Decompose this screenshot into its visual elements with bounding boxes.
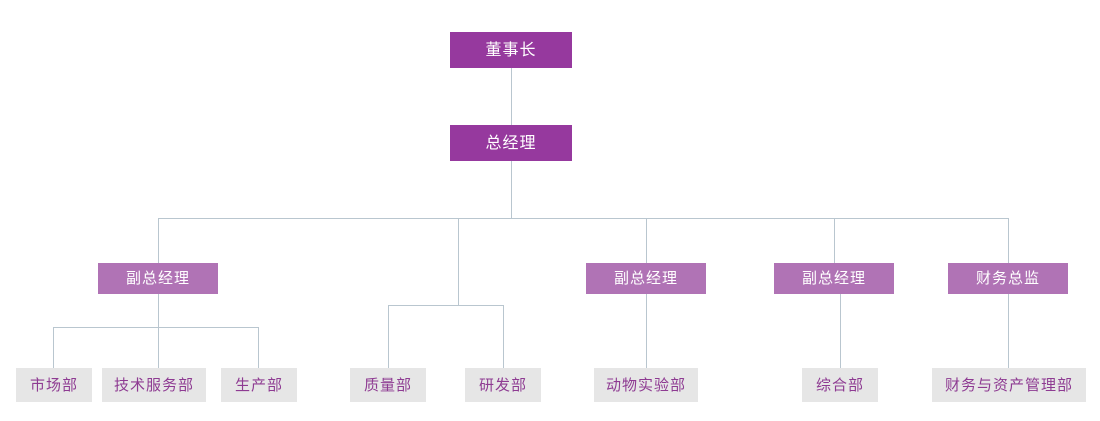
org-node-techserv[interactable]: 技术服务部	[102, 368, 206, 402]
org-node-gm[interactable]: 总经理	[450, 125, 572, 161]
org-node-vp2[interactable]: 副总经理	[586, 263, 706, 294]
org-node-label-marketing: 市场部	[29, 375, 78, 394]
connector-vp1-down-to-subbus	[158, 294, 159, 327]
connector-bus-to-vp1	[158, 218, 159, 263]
connector-vp2-to-animallab	[646, 294, 647, 368]
connector-vp1-sub-bus	[53, 327, 259, 328]
org-node-cfo[interactable]: 财务总监	[948, 263, 1068, 294]
connector-cfo-to-finance	[1008, 294, 1009, 368]
org-node-general[interactable]: 综合部	[802, 368, 878, 402]
org-node-label-animallab: 动物实验部	[605, 375, 686, 394]
connector-chairman-to-gm	[511, 68, 512, 125]
connector-bus-to-quality-branch	[458, 218, 459, 305]
org-node-vp3[interactable]: 副总经理	[774, 263, 894, 294]
connector-gm-trunk-down	[511, 161, 512, 218]
org-node-label-vp3: 副总经理	[801, 269, 866, 287]
org-node-label-cfo: 财务总监	[975, 269, 1040, 287]
connector-bus-to-vp2	[646, 218, 647, 263]
org-node-animallab[interactable]: 动物实验部	[594, 368, 698, 402]
org-node-production[interactable]: 生产部	[221, 368, 297, 402]
org-node-label-finance: 财务与资产管理部	[944, 375, 1073, 394]
org-node-vp1[interactable]: 副总经理	[98, 263, 218, 294]
connector-vp3-to-general	[840, 294, 841, 368]
connector-subbus-to-techserv	[158, 327, 159, 368]
org-node-marketing[interactable]: 市场部	[16, 368, 92, 402]
connector-subbus-to-production	[258, 327, 259, 368]
org-node-chairman[interactable]: 董事长	[450, 32, 572, 68]
org-node-label-vp1: 副总经理	[125, 269, 190, 287]
connector-subbus-to-marketing	[53, 327, 54, 368]
org-node-quality[interactable]: 质量部	[350, 368, 426, 402]
org-node-label-vp2: 副总经理	[613, 269, 678, 287]
connector-subbus-to-rnd	[503, 305, 504, 368]
org-node-rnd[interactable]: 研发部	[465, 368, 541, 402]
connector-vp-bus-horizontal	[158, 218, 1009, 219]
connector-bus-to-vp3	[834, 218, 835, 263]
org-node-label-general: 综合部	[815, 375, 864, 394]
org-node-label-gm: 总经理	[485, 133, 537, 152]
connector-subbus-to-quality	[388, 305, 389, 368]
org-node-label-quality: 质量部	[363, 375, 412, 394]
org-node-label-techserv: 技术服务部	[113, 375, 194, 394]
connector-quality-sub-bus	[388, 305, 504, 306]
org-node-label-production: 生产部	[234, 375, 283, 394]
org-node-label-rnd: 研发部	[478, 375, 527, 394]
org-node-finance[interactable]: 财务与资产管理部	[932, 368, 1086, 402]
org-node-label-chairman: 董事长	[485, 40, 537, 59]
connector-bus-to-cfo	[1008, 218, 1009, 263]
